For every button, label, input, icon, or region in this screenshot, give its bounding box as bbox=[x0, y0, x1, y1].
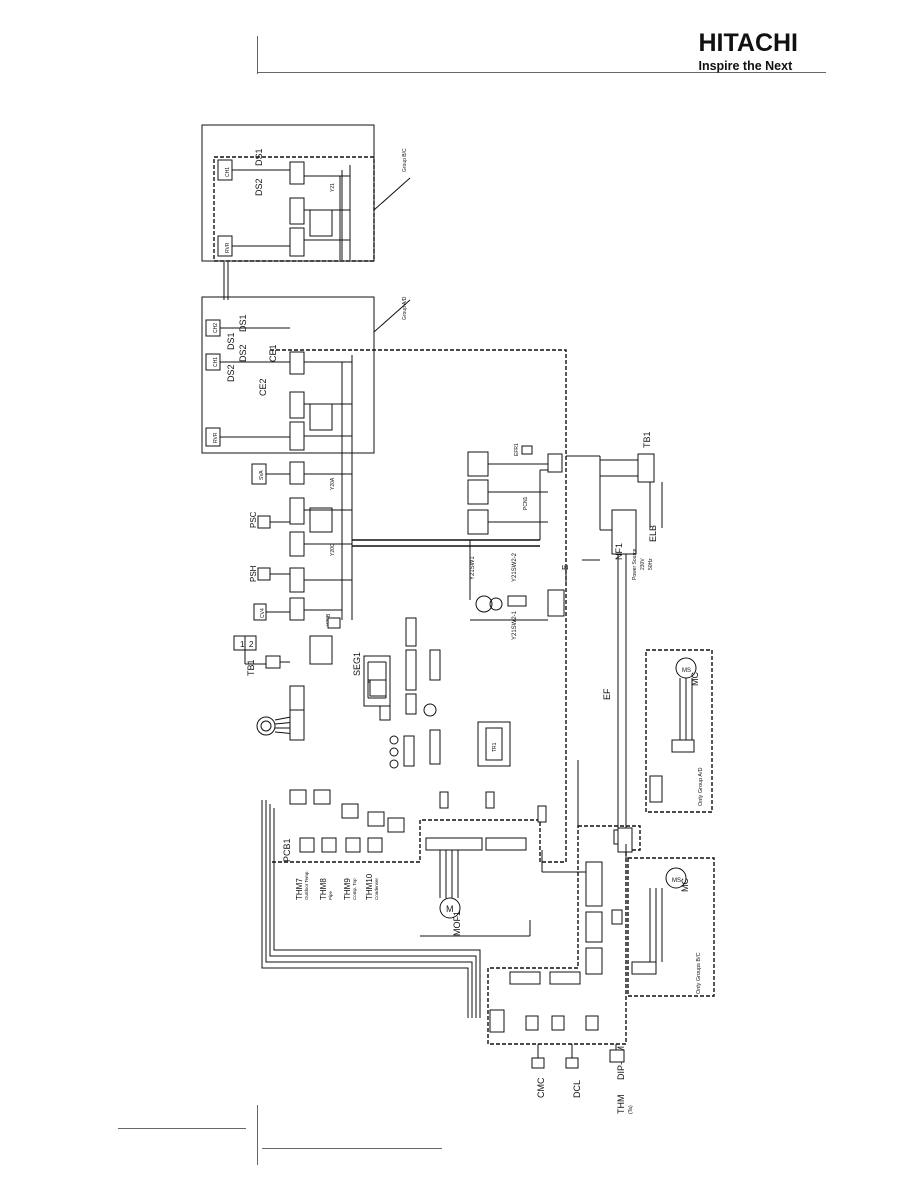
tb1-right-label: TB1 bbox=[642, 431, 652, 448]
footer-right-rule bbox=[262, 1148, 442, 1149]
footer-vertical-rule bbox=[257, 1105, 258, 1165]
svg-text:(Ta): (Ta) bbox=[628, 1105, 634, 1114]
dcl-label: DCL bbox=[572, 1080, 582, 1098]
connection-lines bbox=[223, 170, 627, 860]
thm-label: THM bbox=[616, 1095, 626, 1115]
thm10-label: THM10 bbox=[365, 873, 374, 900]
pcb1-connector-row: PCB1 bbox=[282, 789, 405, 862]
thm7-label: THM7 bbox=[295, 878, 304, 900]
only-group-ad-label: Only Group A/D bbox=[698, 767, 704, 806]
elb-label: ELB bbox=[648, 525, 658, 542]
svg-text:Y21SW2-1: Y21SW2-1 bbox=[512, 610, 518, 640]
seven-segment-display: SEG1 bbox=[352, 652, 391, 707]
svg-text:Condenser: Condenser bbox=[374, 877, 379, 900]
group-bc-components: CH1 RVR DS1 DS2 Y21 bbox=[217, 148, 351, 260]
svg-text:Y21SW2-2: Y21SW2-2 bbox=[512, 552, 518, 582]
dip-switches bbox=[379, 617, 441, 769]
relay-blocks: EFR1 PCN1 bbox=[467, 443, 563, 535]
svg-text:Outdoor Temp.: Outdoor Temp. bbox=[304, 870, 309, 900]
group-ad-box: Group A/D bbox=[201, 296, 411, 454]
ce1-label: CE1 bbox=[268, 344, 278, 362]
svg-text:Y20C: Y20C bbox=[330, 543, 336, 556]
reversing-valve: Y21SW1 Y21SW2-2 Y21SW2-1 bbox=[469, 540, 565, 640]
left-terminal-block: 1 2 TB1 bbox=[233, 617, 341, 711]
nf1-right-label: NF1 bbox=[614, 543, 624, 560]
svg-text:Comp. Top: Comp. Top bbox=[352, 878, 357, 900]
power-bus-lines bbox=[352, 455, 648, 547]
ch-label-1: CH1 bbox=[225, 167, 231, 177]
pcb1-label: PCB1 bbox=[282, 838, 292, 862]
dip-ipm-section: DIP-IPM bbox=[487, 825, 641, 1080]
mc-ad-label: MC bbox=[690, 672, 700, 686]
svg-text:Y21SW1: Y21SW1 bbox=[470, 556, 476, 580]
rvr-label-1: RVR bbox=[225, 242, 231, 253]
group-ad-label: Group A/D bbox=[402, 296, 408, 320]
power-source-label: Power Source bbox=[632, 548, 638, 580]
transformer: TR1 bbox=[477, 721, 511, 767]
bottom-left-components: CMC DCL THM (Ta) bbox=[531, 1044, 634, 1115]
brand-name: HITACHI bbox=[698, 29, 798, 57]
group-bc-box: Group B/C bbox=[201, 124, 411, 262]
svg-text:EFR1: EFR1 bbox=[514, 443, 520, 456]
thm9-label: THM9 bbox=[343, 878, 352, 900]
svg-text:Y21: Y21 bbox=[330, 183, 336, 192]
svg-text:2: 2 bbox=[249, 640, 254, 649]
mc-bc-label: MC bbox=[680, 878, 690, 892]
svg-text:M: M bbox=[446, 904, 454, 914]
group-bc-label: Group B/C bbox=[402, 148, 408, 172]
fan-motor-mof1: M MOF1 bbox=[420, 791, 547, 937]
svg-text:DS1: DS1 bbox=[238, 314, 248, 332]
psh-label: PSH bbox=[249, 565, 258, 582]
ef-label: EF bbox=[602, 688, 612, 700]
ce2-label: CE2 bbox=[258, 378, 268, 396]
svg-text:DS1: DS1 bbox=[226, 332, 236, 350]
svg-text:MS: MS bbox=[672, 878, 681, 884]
thm8-label: THM8 bbox=[319, 878, 328, 900]
ch-label-3: CH1 bbox=[213, 357, 219, 367]
group-ad-components: CH2 CH1 RVR DS1 DS2 DS1 DS2 CE1 CE2 bbox=[205, 314, 353, 620]
rvr-label-2: RVR bbox=[213, 432, 219, 443]
svg-text:1: 1 bbox=[240, 640, 245, 649]
svg-text:MS: MS bbox=[682, 668, 691, 674]
svg-text:PCN1: PCN1 bbox=[523, 496, 529, 510]
wire-bundle bbox=[261, 800, 481, 1018]
brand-tagline: Inspire the Next bbox=[698, 59, 793, 73]
seg1-label: SEG1 bbox=[352, 652, 362, 676]
main-pcb-outline bbox=[270, 349, 567, 863]
cv4-label: CV4 bbox=[260, 608, 266, 618]
power-terminals: TB1 NF1 ELB Power Source 230V 50Hz EF E bbox=[561, 431, 663, 845]
sva-label: SVA bbox=[259, 470, 265, 480]
dip-ipm-label: DIP-IPM bbox=[616, 1046, 626, 1080]
header-horizontal-rule bbox=[258, 72, 826, 73]
hitachi-logo: HITACHI Inspire the Next bbox=[698, 30, 798, 74]
mof1-label: MOF1 bbox=[452, 911, 462, 936]
cmc-label: CMC bbox=[536, 1077, 546, 1098]
only-groups-bc-box: MS MC Only Groups B/C bbox=[627, 857, 715, 997]
tr1-label: TR1 bbox=[492, 742, 498, 752]
fan-motor-top bbox=[256, 709, 305, 741]
psc-label: PSC bbox=[249, 511, 258, 528]
svg-text:DS2: DS2 bbox=[238, 344, 248, 362]
svg-text:Y20A: Y20A bbox=[330, 477, 336, 490]
svg-text:230V: 230V bbox=[640, 558, 646, 570]
ds1-label-1: DS1 bbox=[254, 148, 264, 166]
thermistor-labels: THM7 THM8 THM9 THM10 Outdoor Temp. Pipe … bbox=[295, 870, 379, 900]
only-groups-bc-label: Only Groups B/C bbox=[696, 952, 702, 994]
ds2-label-1: DS2 bbox=[254, 178, 264, 196]
header-vertical-rule bbox=[257, 36, 258, 74]
ch-label-2: CH2 bbox=[213, 323, 219, 333]
only-group-ad-box: MS MC Only Group A/D bbox=[645, 649, 713, 813]
valve-switch-components: SVA PSC PSH CV4 Y20A Y20C Y20B bbox=[249, 461, 352, 626]
svg-text:DS2: DS2 bbox=[226, 364, 236, 382]
tb1-left-label: TB1 bbox=[246, 659, 256, 676]
svg-text:Pipe: Pipe bbox=[328, 890, 333, 900]
footer-left-rule bbox=[118, 1128, 246, 1129]
svg-text:50Hz: 50Hz bbox=[648, 558, 654, 570]
